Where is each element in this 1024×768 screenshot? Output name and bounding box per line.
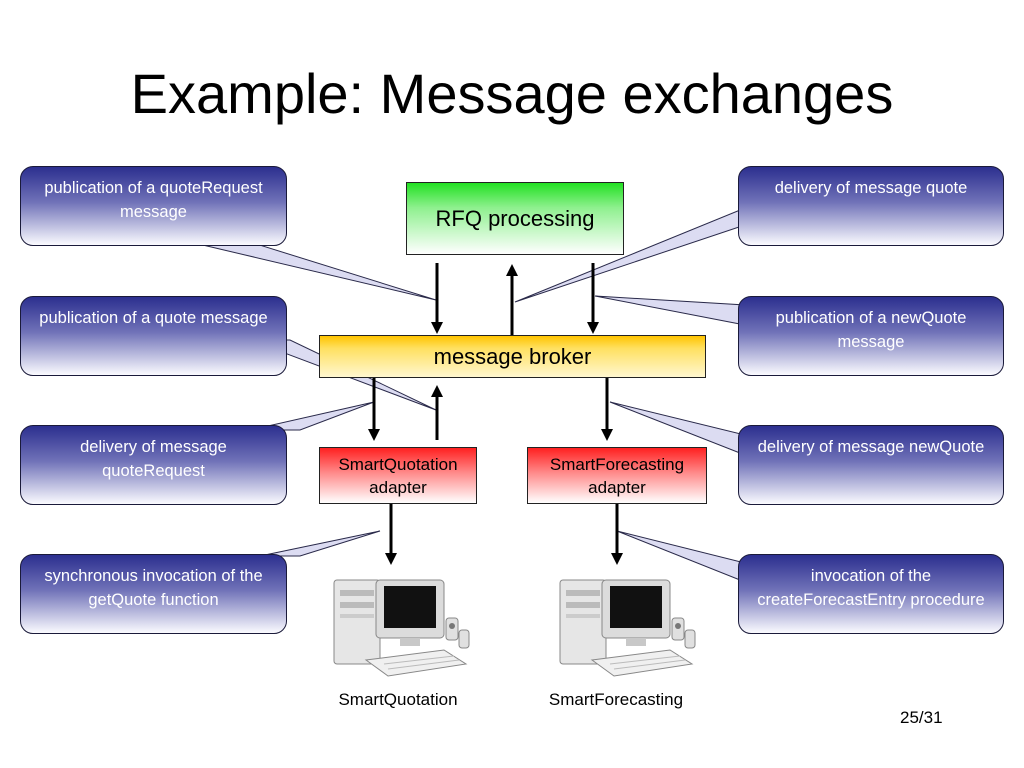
rfq-processing-label: RFQ processing — [435, 205, 595, 231]
callout-invocation-createforecastentry: invocation of the createForecastEntry pr… — [738, 554, 1004, 634]
rfq-processing-box: RFQ processing — [406, 182, 624, 255]
callout-pointer-sync-getquote — [259, 530, 381, 557]
callout-sync-getquote: synchronous invocation of the getQuote f… — [20, 554, 287, 634]
smartquotation-system-label: SmartQuotation — [338, 690, 458, 709]
message-broker-box: message broker — [319, 335, 706, 378]
desktop-computer-icon — [333, 579, 470, 677]
page-number: 25/31 — [900, 708, 943, 727]
slide-title: Example: Message exchanges — [130, 62, 894, 125]
callout-delivery-newquote: delivery of message newQuote — [738, 425, 1004, 505]
callout-pub-newquote: publication of a newQuote message — [738, 296, 1004, 376]
smartquotation-adapter-box: SmartQuotation adapter — [319, 447, 477, 504]
callout-pub-quote: publication of a quote message — [20, 296, 287, 376]
smartforecasting-adapter-box: SmartForecasting adapter — [527, 447, 707, 504]
message-broker-label: message broker — [433, 343, 592, 369]
callout-pointer-pub-quoterequest — [189, 241, 437, 301]
callout-pub-quoterequest: publication of a quoteRequest message — [20, 166, 287, 246]
callout-delivery-quote: delivery of message quote — [738, 166, 1004, 246]
callout-delivery-quoterequest: delivery of message quoteRequest — [20, 425, 287, 505]
callout-pointer-pub-newquote — [594, 295, 746, 326]
desktop-computer-icon — [559, 579, 696, 677]
smartquotation-adapter-label: SmartQuotation adapter — [338, 454, 458, 497]
smartforecasting-system-label: SmartForecasting — [548, 690, 684, 709]
smartforecasting-adapter-label: SmartForecasting adapter — [549, 454, 685, 497]
